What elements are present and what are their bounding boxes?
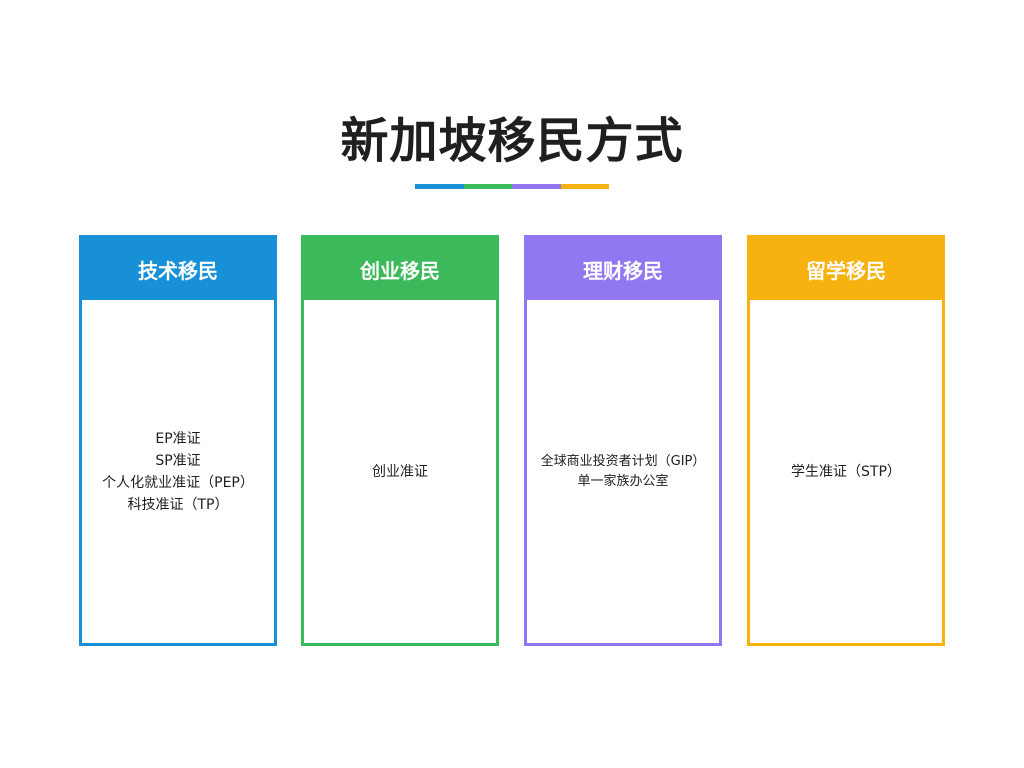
card-body: 学生准证（STP） <box>750 300 942 643</box>
card-item: 创业准证 <box>372 463 428 480</box>
card-item: 科技准证（TP） <box>127 496 229 513</box>
card-body: 全球商业投资者计划（GIP） 单一家族办公室 <box>527 300 719 643</box>
card-item: 单一家族办公室 <box>577 473 669 489</box>
underline-segment-blue <box>415 184 464 189</box>
card-item: 学生准证（STP） <box>791 463 901 480</box>
card-item: SP准证 <box>155 452 201 469</box>
card-body: 创业准证 <box>304 300 496 643</box>
card-item: EP准证 <box>155 430 201 447</box>
category-cards: 技术移民 EP准证 SP准证 个人化就业准证（PEP） 科技准证（TP） 创业移… <box>79 235 945 646</box>
card-item: 全球商业投资者计划（GIP） <box>540 453 706 469</box>
card-header: 技术移民 <box>82 238 274 300</box>
card-skilled-immigration: 技术移民 EP准证 SP准证 个人化就业准证（PEP） 科技准证（TP） <box>79 235 277 646</box>
underline-segment-purple <box>512 184 561 189</box>
card-header: 创业移民 <box>304 238 496 300</box>
card-student-immigration: 留学移民 学生准证（STP） <box>747 235 945 646</box>
card-investment-immigration: 理财移民 全球商业投资者计划（GIP） 单一家族办公室 <box>524 235 722 646</box>
page-title: 新加坡移民方式 <box>340 113 684 169</box>
card-body: EP准证 SP准证 个人化就业准证（PEP） 科技准证（TP） <box>82 300 274 643</box>
underline-segment-orange <box>560 184 609 189</box>
card-entrepreneur-immigration: 创业移民 创业准证 <box>301 235 499 646</box>
card-item: 个人化就业准证（PEP） <box>102 474 254 491</box>
card-header: 留学移民 <box>750 238 942 300</box>
card-header: 理财移民 <box>527 238 719 300</box>
underline-segment-green <box>463 184 512 189</box>
title-underline <box>415 184 609 189</box>
